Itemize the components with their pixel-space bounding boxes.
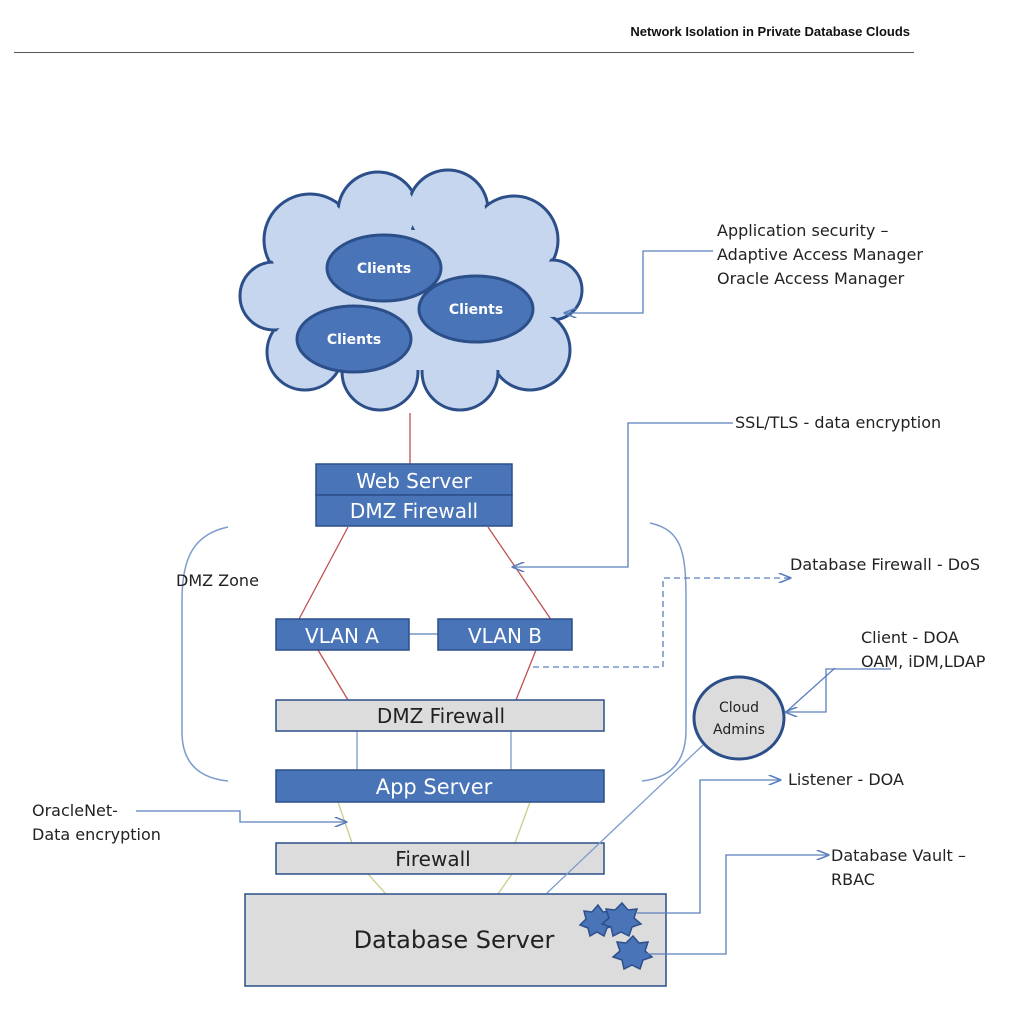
app-server-label: App Server <box>376 775 493 799</box>
client-cloud <box>238 168 584 412</box>
dmz-zone-label: DMZ Zone <box>176 571 259 590</box>
clients-ellipse-1: Clients <box>325 233 443 303</box>
clients-label-3: Clients <box>327 332 381 348</box>
vlan-b-box: VLAN B <box>437 618 573 651</box>
header-rule <box>14 52 914 53</box>
oraclenet-callout-line-1: OracleNet- <box>32 801 118 820</box>
client-doa-callout-line-2: OAM, iDM,LDAP <box>861 652 986 671</box>
firewall-label: Firewall <box>395 847 470 871</box>
db-component-icons <box>578 901 654 971</box>
cloud-admins-label-1: Cloud <box>719 700 759 716</box>
clients-label-2: Clients <box>449 302 503 318</box>
cloud-admins-db-link <box>546 744 704 894</box>
ssl-tls-callout: SSL/TLS - data encryption <box>735 413 941 432</box>
oraclenet-callout-line-2: Data encryption <box>32 825 161 844</box>
dmz-firewall-box: DMZ Firewall <box>275 699 605 732</box>
app-security-callout-line-1: Application security – <box>717 221 888 240</box>
listener-callout: Listener - DOA <box>788 770 904 789</box>
page-header-title: Network Isolation in Private Database Cl… <box>630 24 910 39</box>
cloud-admins-node: Cloud Admins <box>692 675 786 761</box>
clients-ellipse-2: Clients <box>417 274 535 344</box>
callout-connectors <box>136 250 891 955</box>
clients-ellipse-3: Clients <box>295 304 413 374</box>
vlan-b-label: VLAN B <box>468 624 542 648</box>
app-security-callout-line-2: Adaptive Access Manager <box>717 245 923 264</box>
database-vault-callout-line-2: RBAC <box>831 870 875 889</box>
vlan-a-label: VLAN A <box>305 624 379 648</box>
database-server-label: Database Server <box>354 926 555 954</box>
web-server-box: Web Server <box>315 463 513 496</box>
web-server-label: Web Server <box>356 469 472 493</box>
dmz-firewall-top-label: DMZ Firewall <box>350 499 478 523</box>
network-links <box>297 413 553 701</box>
client-doa-callout-line-1: Client - DOA <box>861 628 959 647</box>
app-security-callout-line-3: Oracle Access Manager <box>717 269 905 288</box>
firewall-box: Firewall <box>275 842 605 875</box>
database-server-box: Database Server <box>244 893 667 987</box>
database-firewall-callout: Database Firewall - DoS <box>790 555 980 574</box>
dmz-firewall-label: DMZ Firewall <box>377 704 505 728</box>
vault-star-icon-1 <box>600 901 643 938</box>
firewall-app-links <box>356 731 512 770</box>
app-server-box: App Server <box>275 769 605 803</box>
vault-star-icon-2 <box>611 934 654 971</box>
vlan-a-box: VLAN A <box>275 618 410 651</box>
clients-label-1: Clients <box>357 261 411 277</box>
cloud-admins-label-2: Admins <box>713 722 765 738</box>
dmz-firewall-top-box: DMZ Firewall <box>315 494 513 527</box>
dmz-zone-right-bracket <box>641 522 687 782</box>
dmz-zone-left-bracket <box>181 526 229 782</box>
database-vault-callout-line-1: Database Vault – <box>831 846 966 865</box>
